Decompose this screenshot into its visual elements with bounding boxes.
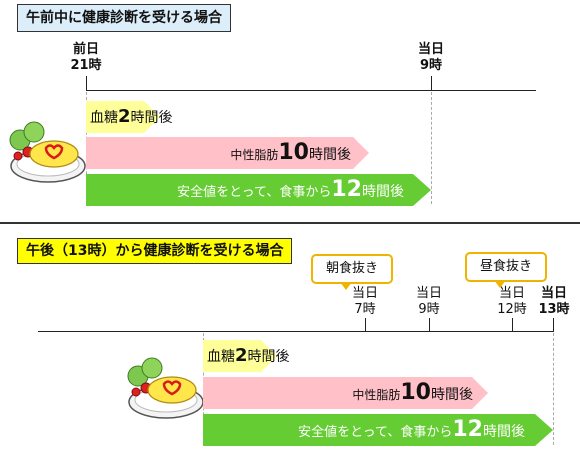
- safe-prefix: 安全値をとって、食事から: [177, 185, 332, 200]
- section2-title: 午後（13時）から健康診断を受ける場合: [17, 238, 293, 264]
- marker-7-day: 当日: [351, 286, 378, 301]
- blood-sugar-number: 2: [118, 106, 131, 127]
- neutral-fat-prefix-2: 中性脂肪: [352, 388, 401, 402]
- blood-sugar-suffix: 時間後: [130, 110, 173, 126]
- marker-12-day: 当日: [498, 286, 525, 301]
- blood-sugar-prefix-2: 血糖: [207, 349, 235, 365]
- neutral-fat-suffix-2: 時間後: [431, 387, 473, 403]
- marker-12: 当日 12時: [492, 286, 532, 318]
- safe-bar-arrow: [86, 174, 431, 206]
- marker-start-time: 21時: [70, 58, 102, 73]
- tick-12: [512, 318, 513, 331]
- marker-7-time: 7時: [354, 302, 376, 317]
- neutral-fat-bar-arrow-2: [203, 377, 488, 409]
- blood-sugar-bar-arrow-2: [203, 340, 277, 372]
- marker-7: 当日 7時: [345, 286, 385, 318]
- marker-12-time: 12時: [497, 302, 527, 317]
- safe-label-2: 安全値をとって、食事から12時間後: [203, 414, 525, 446]
- safe-number-2: 12: [452, 417, 483, 442]
- timeline-axis-1: [86, 90, 536, 91]
- marker-end-time: 9時: [419, 58, 443, 73]
- tick-7: [365, 318, 366, 331]
- marker-9-day: 当日: [415, 286, 442, 301]
- neutral-fat-number: 10: [278, 140, 309, 165]
- neutral-fat-number-2: 10: [400, 380, 431, 405]
- breakfast-bubble-tail: [340, 282, 352, 290]
- marker-9: 当日 9時: [409, 286, 449, 318]
- safe-suffix: 時間後: [362, 184, 404, 200]
- omelette-plate-icon: [9, 121, 86, 183]
- blood-sugar-number-2: 2: [235, 345, 248, 366]
- blood-sugar-bar-arrow: [86, 101, 160, 133]
- blood-sugar-prefix: 血糖: [90, 110, 118, 126]
- timeline-tick-end: [431, 76, 432, 90]
- breakfast-skip-bubble: 朝食抜き: [311, 254, 393, 284]
- marker-end-day: 当日: [417, 42, 444, 57]
- blood-sugar-label-2: 血糖2時間後: [207, 340, 290, 372]
- neutral-fat-bar-arrow: [86, 137, 369, 169]
- blood-sugar-label: 血糖2時間後: [90, 101, 173, 133]
- neutral-fat-label-2: 中性脂肪10時間後: [203, 377, 473, 409]
- neutral-fat-prefix: 中性脂肪: [230, 148, 279, 162]
- marker-end: 当日 9時: [413, 42, 449, 74]
- marker-9-time: 9時: [418, 302, 440, 317]
- lunch-skip-bubble: 昼食抜き: [465, 252, 547, 282]
- safe-suffix-2: 時間後: [483, 424, 525, 440]
- blood-sugar-suffix-2: 時間後: [247, 349, 290, 365]
- marker-13-time: 13時: [538, 302, 570, 317]
- marker-start-day: 前日: [72, 42, 99, 57]
- timeline-tick-start: [86, 76, 87, 90]
- section-separator: [0, 222, 580, 224]
- timeline-guide-end: [431, 92, 432, 204]
- omelette-plate-icon: [127, 357, 204, 419]
- tick-9: [429, 318, 430, 331]
- tick-13: [553, 318, 554, 331]
- neutral-fat-suffix: 時間後: [309, 147, 351, 163]
- marker-13-day: 当日: [540, 286, 567, 301]
- safe-bar-arrow-2: [203, 414, 553, 446]
- safe-label: 安全値をとって、食事から12時間後: [86, 174, 404, 206]
- lunch-bubble-tail: [494, 280, 506, 288]
- marker-start: 前日 21時: [68, 42, 104, 74]
- safe-number: 12: [331, 177, 362, 202]
- neutral-fat-label: 中性脂肪10時間後: [86, 137, 351, 169]
- safe-prefix-2: 安全値をとって、食事から: [298, 425, 453, 440]
- section1-title: 午前中に健康診断を受ける場合: [17, 4, 231, 32]
- marker-13: 当日 13時: [533, 286, 575, 318]
- timeline-axis-2: [38, 331, 554, 332]
- timeline2-guide-end: [553, 333, 554, 445]
